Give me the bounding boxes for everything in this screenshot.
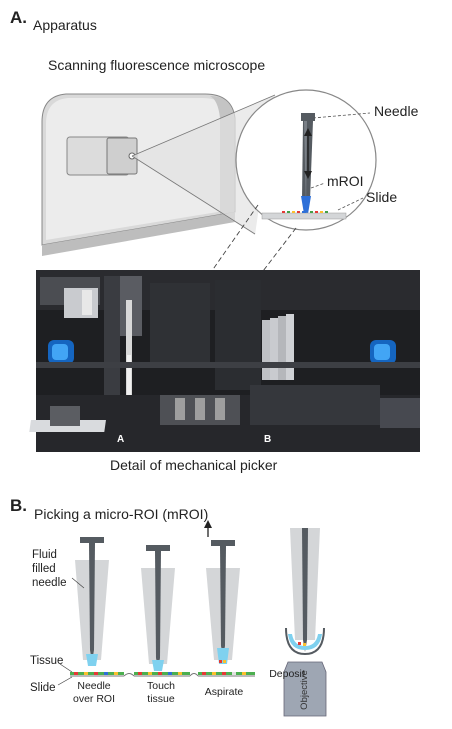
panel-b-title: Picking a micro-ROI (mROI) (34, 506, 208, 522)
step-needle-over-roi: Needle over ROI (68, 680, 120, 706)
zoom-circle (236, 90, 376, 230)
label-slide: Slide (30, 682, 56, 694)
tissue-strip (70, 672, 255, 675)
label-tissue: Tissue (30, 655, 63, 667)
panel-b-letter: B. (10, 496, 27, 516)
objective-label: Objective (299, 670, 313, 710)
callout-slide: Slide (366, 189, 397, 205)
needle-step2 (141, 545, 175, 671)
photo-label-a: A (117, 434, 124, 445)
step-touch-tissue: Touch tissue (136, 680, 186, 706)
step-aspirate: Aspirate (196, 686, 252, 699)
callout-mroi: mROI (327, 173, 364, 189)
photo-label-b: B (264, 434, 271, 445)
needle-step1 (75, 537, 109, 666)
picker-photo (29, 270, 420, 452)
label-fluid-filled-needle: Fluid filled needle (32, 548, 67, 590)
needle-step3 (204, 520, 240, 664)
callout-needle: Needle (374, 103, 418, 119)
photo-caption: Detail of mechanical picker (110, 457, 277, 473)
